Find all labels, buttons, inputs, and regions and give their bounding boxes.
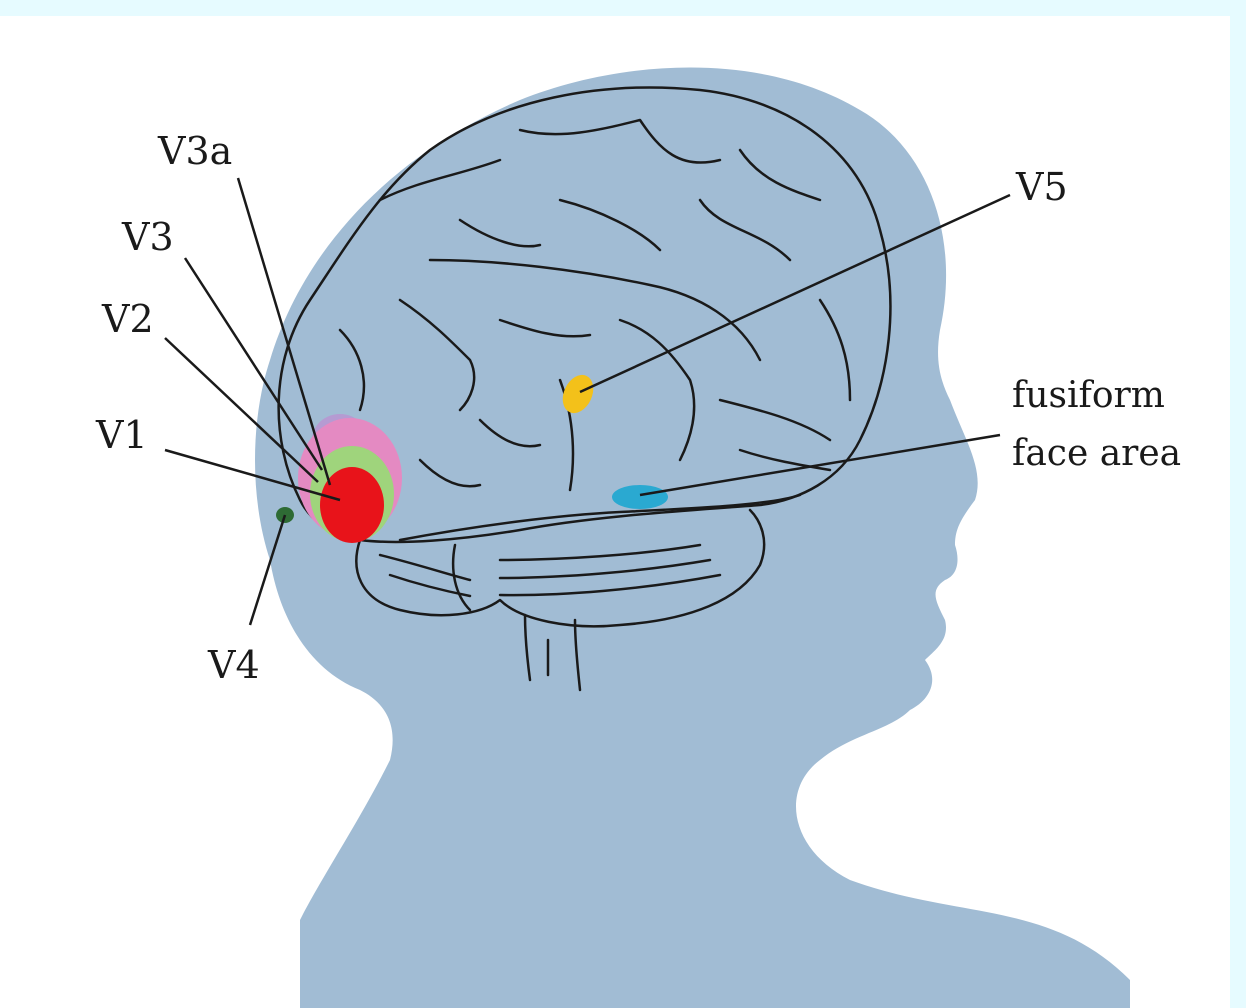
head-silhouette [255, 68, 1130, 1008]
area-ffa [612, 485, 668, 509]
label-v5: V5 [1016, 168, 1068, 206]
label-v2: V2 [102, 300, 154, 338]
label-ffa-line1: fusiform [1012, 378, 1165, 414]
area-v1 [320, 467, 384, 543]
label-v3: V3 [122, 218, 174, 256]
label-ffa-line2: face area [1012, 436, 1181, 472]
label-v1: V1 [96, 416, 148, 454]
label-v3a: V3a [158, 132, 232, 170]
label-v4: V4 [208, 646, 260, 684]
